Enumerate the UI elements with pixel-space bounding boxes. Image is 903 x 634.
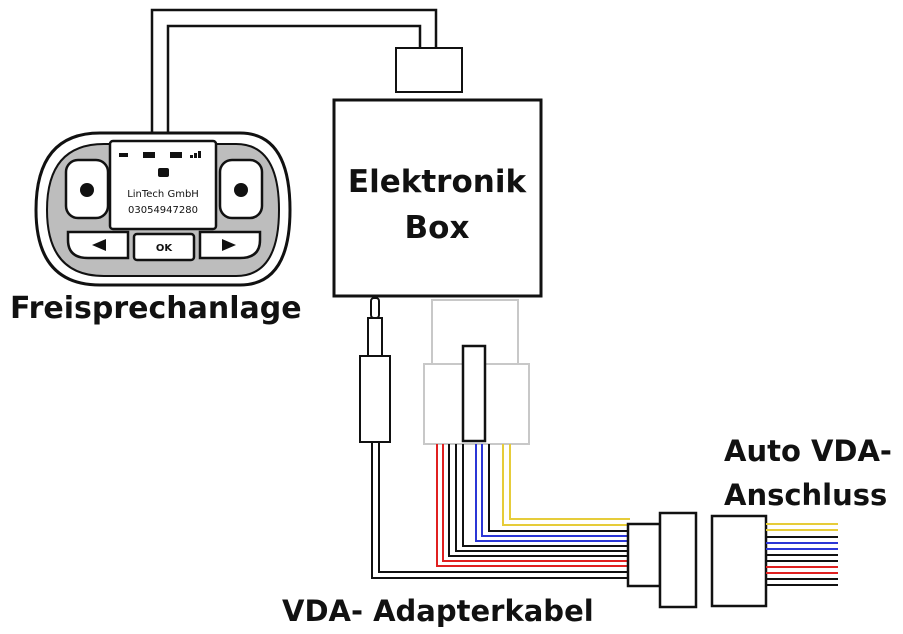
record-dot-icon <box>80 183 94 197</box>
adapter-plug <box>658 511 698 609</box>
handsfree-device: LinTech GmbH 03054947280 OK <box>34 131 292 287</box>
vehicle-wires <box>766 523 838 586</box>
device-display <box>108 139 218 231</box>
box-label-line1: Elektronik <box>348 164 528 200</box>
device-company: LinTech GmbH <box>127 189 199 200</box>
device-phone: 03054947280 <box>128 205 198 216</box>
record-dot-icon <box>234 183 248 197</box>
handsfree-cable <box>150 8 438 135</box>
elektronik-box <box>332 98 543 298</box>
ok-button[interactable] <box>132 232 196 262</box>
auto-vda-label-line1: Auto VDA- <box>724 434 892 468</box>
adapter-plug-collar <box>626 522 662 588</box>
box-top-connector <box>395 47 463 93</box>
jack-cable <box>371 442 630 579</box>
wire-bundle <box>436 444 630 567</box>
connector-latch <box>461 344 487 443</box>
auto-vda-label-line2: Anschluss <box>724 478 888 512</box>
vda-socket <box>710 514 768 608</box>
box-label-line2: Box <box>405 210 470 246</box>
audio-jack-plug <box>359 297 391 443</box>
adapter-cable-label: VDA- Adapterkabel <box>282 594 594 628</box>
handsfree-label: Freisprechanlage <box>10 291 302 326</box>
arrow-left-icon <box>92 239 106 251</box>
ok-label: OK <box>156 243 174 254</box>
arrow-right-icon <box>222 239 236 251</box>
status-icons <box>119 151 201 158</box>
phone-icon <box>158 168 169 177</box>
